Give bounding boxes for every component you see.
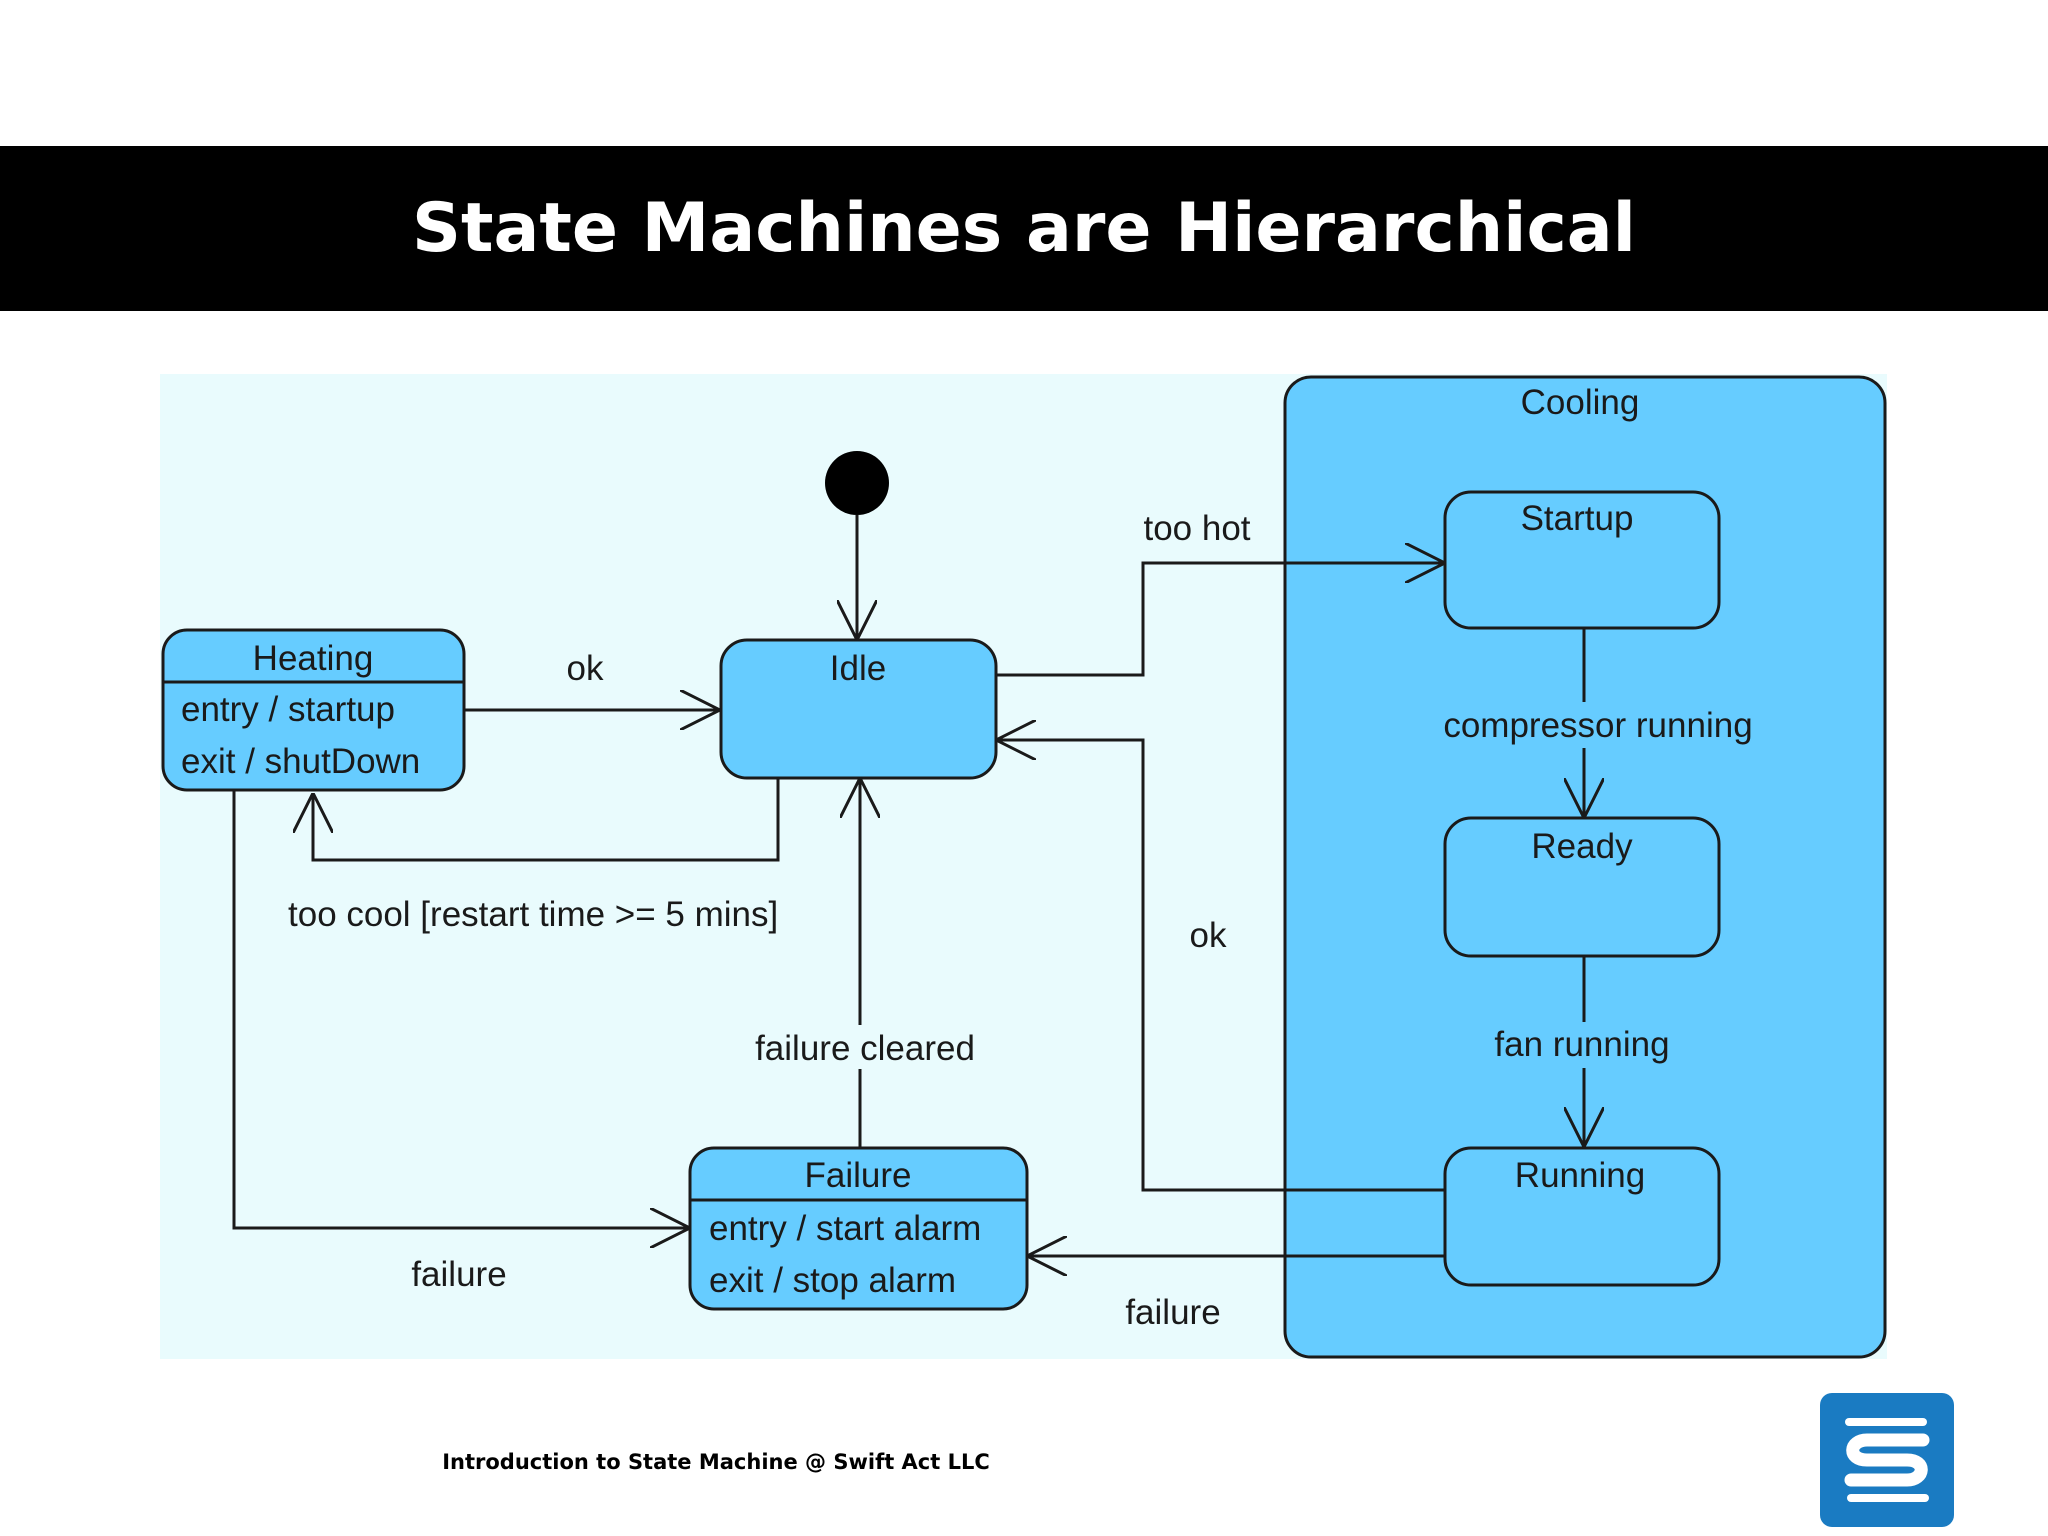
idle-to-heating-arrow [313,778,780,862]
idle-state: Idle [719,638,998,780]
failure-entry-action: entry / start alarm [709,1209,981,1248]
heating-entry-action: entry / startup [181,690,395,729]
heating-to-failure-arrow [232,790,690,1228]
ready-state-name: Ready [1531,827,1633,866]
swift-act-logo-icon [1820,1393,1954,1527]
label-failure-to-idle: failure cleared [755,1029,975,1068]
failure-exit-action: exit / stop alarm [709,1261,956,1300]
idle-to-startup-arrow [996,563,1445,677]
initial-state-dot [825,451,889,515]
footer-text: Introduction to State Machine @ Swift Ac… [442,1450,990,1474]
running-to-idle-arrow [996,740,1445,1192]
startup-state: Startup [1443,490,1721,630]
label-heating-to-failure: failure [411,1255,506,1294]
title-bar: State Machines are Hierarchical [0,146,2048,311]
label-heating-to-idle: ok [567,649,604,688]
label-ready-to-running: fan running [1494,1025,1669,1064]
startup-state-name: Startup [1521,499,1634,538]
cooling-state-label: Cooling [1521,383,1640,422]
heating-exit-action: exit / shutDown [181,742,420,781]
heating-state: Heating entry / startup exit / shutDown [161,628,466,792]
failure-state-name: Failure [805,1156,912,1195]
label-startup-to-ready: compressor running [1443,706,1752,745]
heating-state-name: Heating [253,639,374,678]
running-state-name: Running [1515,1156,1645,1195]
label-running-to-idle: ok [1190,916,1227,955]
label-idle-to-cooling: too hot [1143,509,1250,548]
failure-state: Failure entry / start alarm exit / stop … [688,1146,1029,1311]
idle-state-name: Idle [830,649,886,688]
label-idle-to-heating: too cool [restart time >= 5 mins] [288,895,778,934]
slide-title: State Machines are Hierarchical [412,189,1636,268]
running-state: Running [1443,1146,1721,1287]
ready-state: Ready [1443,816,1721,958]
label-running-to-failure: failure [1125,1293,1220,1332]
